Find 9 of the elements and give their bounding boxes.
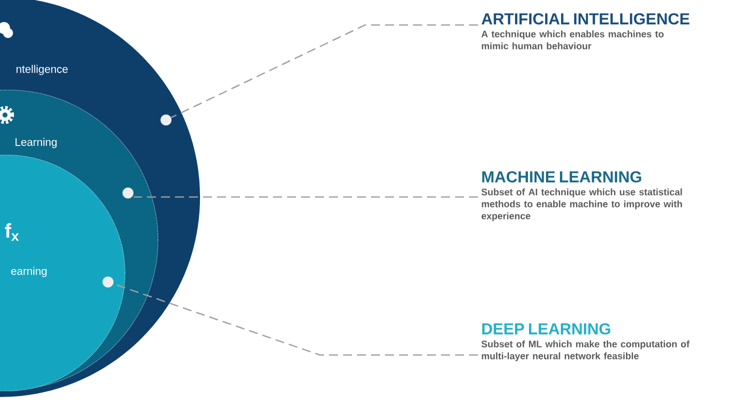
description-text: MACHINE LEARNING Subset of AI technique which use statistical methods to enable machine to improve with experience	[481, 171, 682, 222]
leader-line	[134, 196, 478, 198]
dot-marker	[122, 188, 134, 198]
description-text: ARTIFICIAL INTELLIGENCE A technique which enables machines to mimic human behaviour	[481, 13, 690, 50]
leader-line	[170, 24, 478, 118]
dot-marker	[160, 114, 172, 126]
dot-marker	[102, 276, 114, 288]
label: f$_{x}$	[4, 223, 19, 241]
description-text: DEEP LEARNING Subset of ML which make the computation of multi-layer neural network feasible	[481, 323, 690, 362]
